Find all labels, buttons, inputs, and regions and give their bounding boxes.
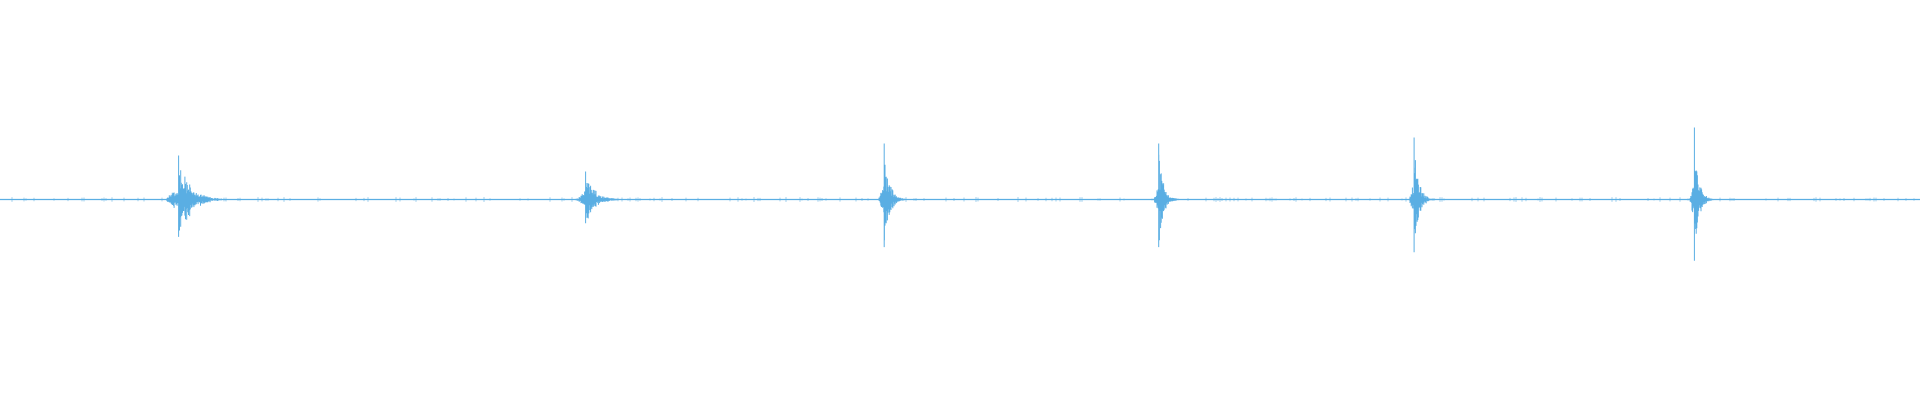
waveform-transient-3 <box>878 143 908 248</box>
waveform-transient-4 <box>1153 143 1180 248</box>
waveform-transient-2 <box>575 171 628 224</box>
waveform-transient-1 <box>165 155 233 237</box>
waveform-transient-5 <box>1408 137 1436 253</box>
waveform-transients <box>0 127 1919 261</box>
waveform-transient-6 <box>1689 127 1714 261</box>
